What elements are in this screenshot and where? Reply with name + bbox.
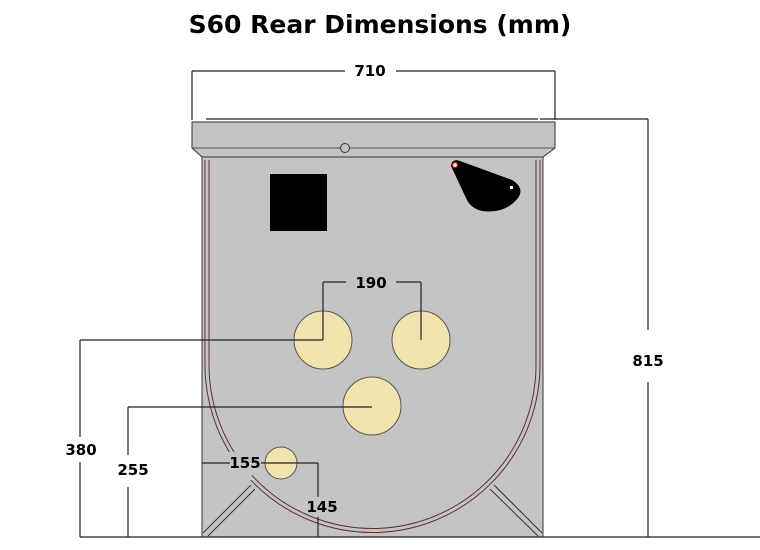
seam-inner bbox=[208, 160, 537, 529]
diagram-title: S60 Rear Dimensions (mm) bbox=[188, 10, 572, 39]
dim-small-outlet-height: 145 bbox=[306, 498, 337, 516]
dim-small-outlet-offset: 155 bbox=[229, 454, 260, 472]
dim-width: 710 bbox=[354, 62, 385, 80]
seam-outer bbox=[204, 160, 541, 533]
access-panel bbox=[270, 174, 327, 231]
dim-height: 815 bbox=[632, 352, 663, 370]
lid bbox=[191, 121, 556, 158]
dimension-lines bbox=[79, 70, 760, 538]
right-leg bbox=[489, 484, 543, 537]
dim-upper-outlet-height: 380 bbox=[65, 441, 96, 459]
left-leg bbox=[202, 484, 256, 537]
bracket-plate bbox=[451, 160, 521, 212]
lid-screw bbox=[340, 143, 350, 153]
tank-body bbox=[201, 154, 544, 538]
dim-middle-outlet-height: 255 bbox=[117, 461, 148, 479]
outlet-middle bbox=[342, 376, 402, 436]
dim-outlet-spacing: 190 bbox=[355, 274, 386, 292]
